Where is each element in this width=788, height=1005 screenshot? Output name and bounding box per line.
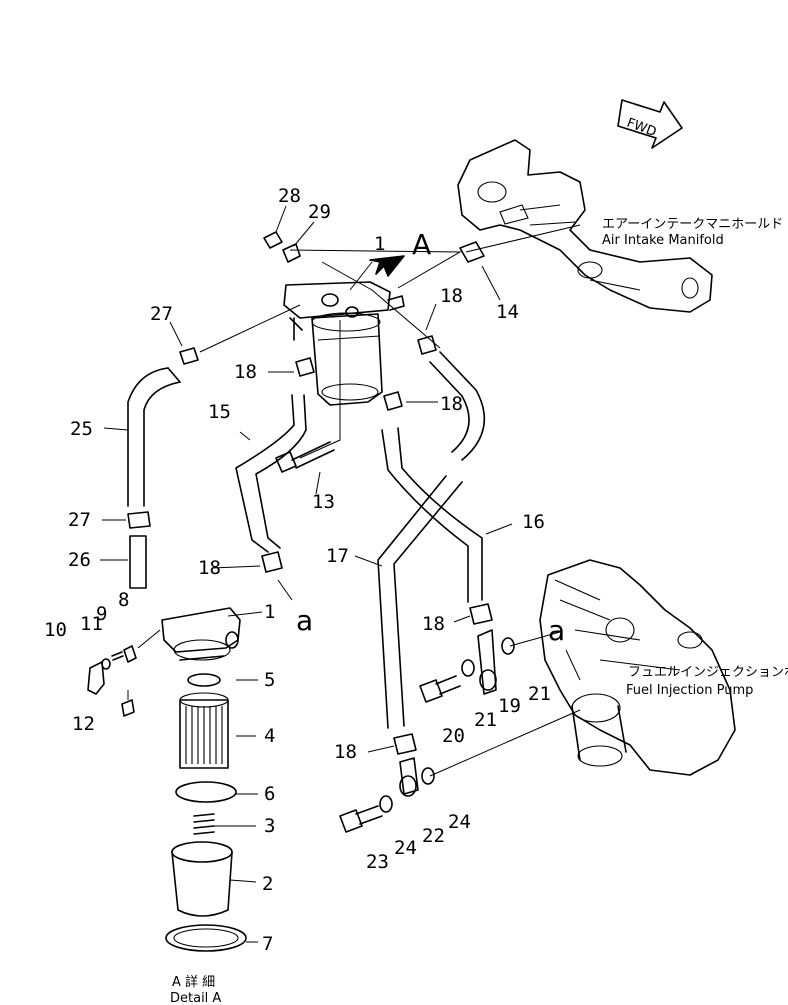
part-19-banjo (477, 629, 497, 695)
label-21-b: 21 (528, 683, 551, 705)
label-14: 14 (496, 301, 519, 323)
label-18-b: 18 (234, 361, 257, 383)
label-6: 6 (264, 783, 275, 805)
part-14-sleeve (459, 241, 485, 263)
detail-caption-en: Detail A (170, 991, 221, 1005)
label-24-b: 24 (448, 811, 471, 833)
part-15-hose (235, 394, 307, 553)
part-22-banjo (399, 757, 419, 797)
view-a-arrow-icon (369, 255, 405, 277)
part-20-bolt (419, 675, 461, 703)
part-27-clamp-top (179, 347, 199, 365)
label-18-c: 18 (440, 393, 463, 415)
part-10-lever (87, 661, 105, 695)
part-26-pipe (129, 535, 147, 589)
part-6-o-ring (175, 781, 237, 803)
fuel-filter-assembly (283, 281, 405, 406)
part-18-clamp-c (383, 391, 403, 411)
label-21-a: 21 (474, 709, 497, 731)
label-8: 8 (118, 589, 129, 611)
part-21-washer-b (501, 637, 515, 655)
manifold-caption-en: Air Intake Manifold (602, 233, 724, 248)
label-7: 7 (262, 933, 273, 955)
label-19: 19 (498, 695, 521, 717)
label-15: 15 (208, 401, 231, 423)
label-16: 16 (522, 511, 545, 533)
part-27-clamp-lower (127, 511, 151, 529)
fwd-label: FWD (625, 116, 659, 140)
label-13: 13 (312, 491, 335, 513)
label-3: 3 (264, 815, 275, 837)
label-20: 20 (442, 725, 465, 747)
label-12: 12 (72, 713, 95, 735)
label-28: 28 (278, 185, 301, 207)
detail-caption-jp: A 詳 細 (172, 974, 215, 990)
manifold-caption-jp: エアーインテークマニホールド (602, 217, 783, 232)
part-7-ring-nut (165, 924, 247, 952)
view-a-label: A (412, 228, 431, 261)
label-27-a: 27 (150, 303, 173, 325)
label-22: 22 (422, 825, 445, 847)
part-16-hose (381, 351, 486, 603)
label-1: 1 (374, 233, 385, 255)
detail-a-filter-head (161, 607, 241, 661)
part-24-washer-a (379, 795, 393, 813)
part-13-bolt (275, 441, 335, 473)
part-18-clamp-d (261, 551, 283, 573)
label-10: 10 (44, 619, 67, 641)
label-2: 2 (262, 873, 273, 895)
label-18-f: 18 (334, 741, 357, 763)
part-18-clamp-a (295, 357, 315, 377)
part-12-screw (121, 699, 135, 717)
label-26: 26 (68, 549, 91, 571)
part-17-hose (377, 475, 463, 729)
part-23-bolt (339, 805, 383, 833)
part-5-o-ring (187, 673, 221, 687)
label-11: 11 (80, 613, 103, 635)
part-18-clamp-f (393, 733, 417, 755)
label-29: 29 (308, 201, 331, 223)
part-29-clamp (282, 243, 301, 263)
label-17: 17 (326, 545, 349, 567)
label-5: 5 (264, 669, 275, 691)
label-18-d: 18 (198, 557, 221, 579)
label-1-b: 1 (264, 601, 275, 623)
ref-a-left-label: a (296, 604, 313, 637)
fuel-injection-pump (539, 559, 736, 776)
pump-caption-jp: フュエルインジェクションポンプ (628, 665, 788, 680)
label-9: 9 (96, 603, 107, 625)
part-21-washer-a (461, 659, 475, 677)
label-25: 25 (70, 418, 93, 440)
part-9-spring (111, 651, 124, 661)
part-28-cap (263, 231, 283, 249)
fwd-arrow-icon: FWD (617, 99, 683, 149)
part-8-plug (123, 645, 137, 663)
label-23: 23 (366, 851, 389, 873)
part-2-bowl (171, 841, 233, 917)
part-24-washer-b (421, 767, 435, 785)
label-4: 4 (264, 725, 275, 747)
label-18-e: 18 (422, 613, 445, 635)
air-intake-manifold (457, 139, 713, 313)
label-24-a: 24 (394, 837, 417, 859)
label-18-a: 18 (440, 285, 463, 307)
label-27-b: 27 (68, 509, 91, 531)
part-4-element (179, 692, 229, 769)
part-25-hose (127, 367, 181, 507)
ref-a-right-label: a (548, 614, 565, 647)
part-18-clamp-e (469, 603, 493, 625)
part-3-spring (193, 813, 215, 835)
pump-caption-en: Fuel Injection Pump (626, 683, 753, 698)
part-18-clamp-b (417, 335, 437, 355)
